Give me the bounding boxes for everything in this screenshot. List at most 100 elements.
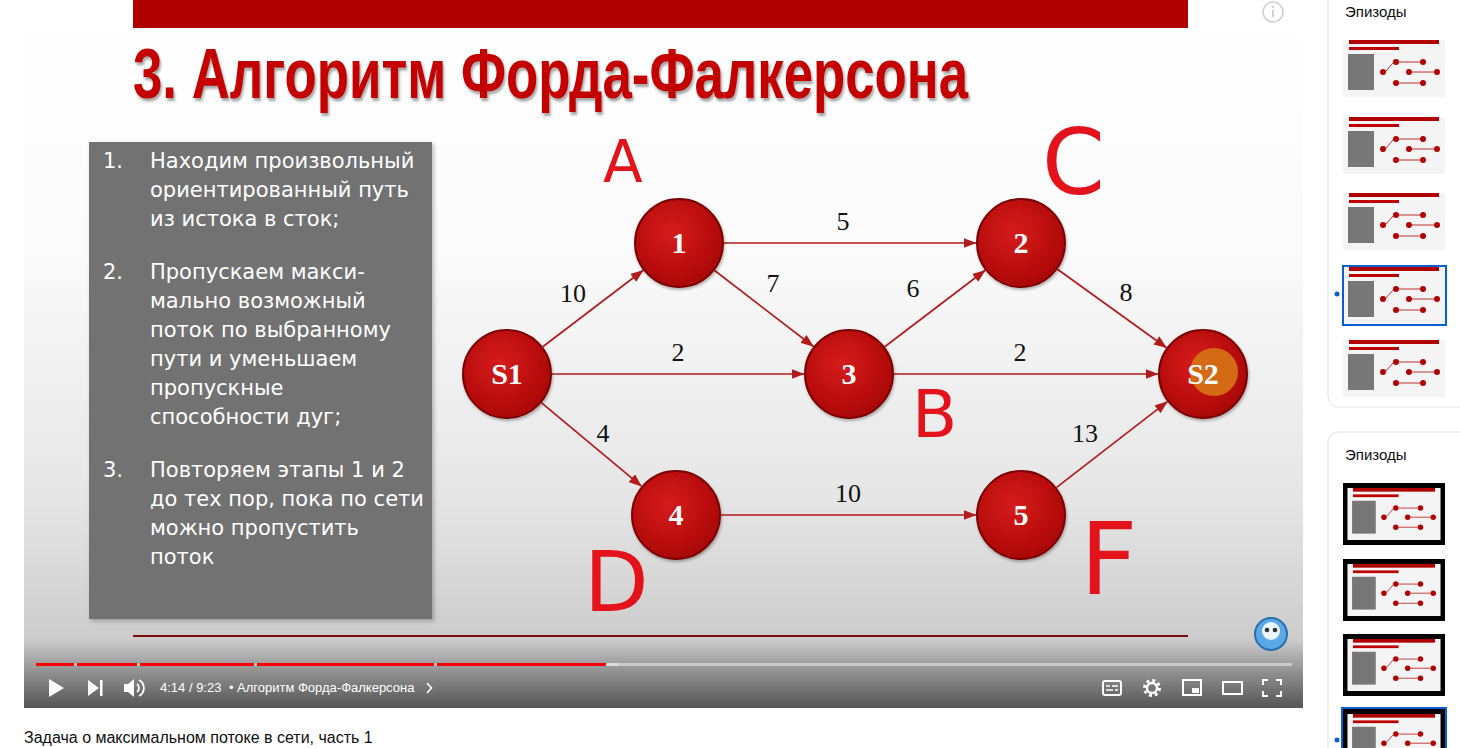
progress-played [77,663,137,666]
progress-played [36,663,74,666]
theater-icon [1223,682,1242,694]
episodes-panel [1328,0,1460,407]
graph-vertex: S2 [1158,329,1248,419]
step-number: 1. [103,147,150,234]
progress-played [437,663,606,666]
handwritten-mark: D [584,540,649,624]
episode-thumbnail [1347,639,1440,691]
capacity-label: 10 [560,280,586,308]
handwritten-mark: C [1042,118,1105,208]
episode-thumbnail [1343,40,1445,97]
step-number: 3. [103,456,150,572]
episodes-panel [1328,432,1460,748]
episode-thumbnail [1343,267,1445,324]
step-row: 1.Находим произвольный ориентированный п… [103,147,426,234]
capacity-label: 8 [1120,279,1133,307]
info-icon-stem [1272,10,1274,17]
chapter-chevron [427,683,432,693]
thumbnail-letterbox [1343,709,1445,748]
thumbnail-letterbox [1343,559,1445,621]
progress-played [257,663,434,666]
player-shade [24,640,1303,708]
episode-thumbnail [1343,117,1445,174]
current-dot [1335,292,1340,297]
flow-arc [885,270,985,346]
vertex-label: S2 [1187,357,1219,391]
steps-panel: 1.Находим произвольный ориентированный п… [89,142,432,619]
fullscreen-icon [1263,680,1281,696]
graph-vertex: 2 [976,198,1066,288]
flow-arc [543,270,643,346]
volume-icon [124,679,134,697]
step-text: Повторяем этапы 1 и 2 до тех пор, пока п… [150,456,426,572]
capacity-label: 13 [1072,420,1098,448]
graph-vertex: 1 [634,198,724,288]
vertex-label: 2 [1014,226,1029,260]
slide-header-bar [133,0,1188,28]
thumbnail-letterbox [1343,634,1445,696]
flow-arc [894,373,1158,375]
episode-thumbnail [1343,193,1445,250]
vertex-label: 4 [669,498,684,532]
capacity-label: 5 [837,208,850,236]
play-icon [49,679,64,697]
slide-divider [133,635,1188,637]
flow-arc [542,403,642,486]
capacity-label: 10 [835,480,861,508]
episode-thumbnail [1347,714,1440,748]
time-display: 4:14 / 9:23 [160,680,221,696]
slide-title: 3. Алгоритм Форда-Фалкерсона [133,39,968,109]
video-title: Задача о максимальном потоке в сети, час… [24,728,373,747]
step-row: 3.Повторяем этапы 1 и 2 до тех пор, пока… [103,456,426,572]
panel-heading: Эпизоды [1345,2,1407,22]
capacity-label: 7 [767,270,780,298]
separator-dot: • [229,680,234,696]
flow-arc [721,514,976,516]
step-number: 2. [103,258,150,432]
settings-teeth [1145,681,1160,696]
handwritten-mark: A [603,133,643,191]
graph-vertex: 5 [976,470,1066,560]
extension-eye [1265,628,1270,633]
progress-track [36,663,1292,666]
info-icon-dot [1272,6,1275,9]
extension-face [1262,622,1280,640]
flow-arc [1058,269,1167,347]
miniplayer-inner [1192,688,1199,693]
vertex-label: 3 [842,357,857,391]
step-row: 2.Пропускаем макси- мально возможный пот… [103,258,426,432]
vertex-label: S1 [491,357,523,391]
miniplayer-icon [1183,680,1201,695]
current-dot [1335,738,1340,743]
selected-frame [1343,266,1446,325]
episode-thumbnail [1343,340,1445,397]
vertex-label: 5 [1014,498,1029,532]
capacity-label: 4 [597,420,610,448]
extension-icon [1255,618,1287,650]
handwritten-mark: B [912,382,957,448]
settings-icon [1147,683,1157,693]
progress-buffer [606,663,618,666]
capacity-label: 2 [672,339,685,367]
volume-waves [137,680,144,696]
panel-heading: Эпизоды [1345,445,1407,465]
graph-vertex: S1 [462,329,552,419]
flow-arc [715,271,814,347]
thumbnail-letterbox [1343,483,1445,545]
flow-arc [552,373,804,375]
info-icon [1263,2,1283,22]
step-text: Находим произвольный ориентированный пут… [150,147,426,234]
step-text: Пропускаем макси- мально возможный поток… [150,258,426,432]
selected-frame [1342,708,1446,748]
next-icon-bar [100,680,103,696]
graph-vertex: 3 [804,329,894,419]
flow-arc [724,242,976,244]
capacity-label: 2 [1014,339,1027,367]
flow-arc [1057,402,1168,488]
subtitles-lines [1106,686,1118,690]
capacity-label: 6 [907,275,920,303]
handwritten-mark: F [1080,510,1138,610]
episode-thumbnail [1347,488,1440,540]
subtitles-icon [1103,681,1121,695]
